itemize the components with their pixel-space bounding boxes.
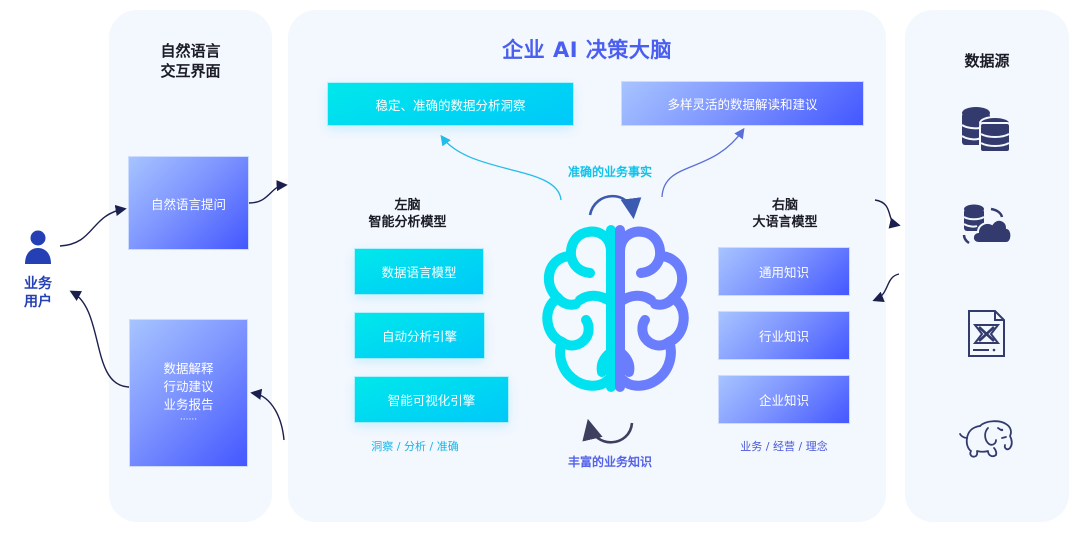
right-hemisphere [615, 225, 689, 392]
arrow-datasource-out [872, 273, 900, 303]
cloud-database-icon[interactable] [961, 203, 1013, 245]
brain-title: 企业 AI 决策大脑 [502, 38, 672, 62]
right-brain-item[interactable]: 企业知识 [719, 376, 849, 423]
database-icon[interactable] [960, 106, 1014, 154]
left-brain-item[interactable]: 智能可视化引擎 [355, 377, 508, 422]
industry-knowledge-label: 行业知识 [758, 329, 809, 344]
left-brain-heading: 左脑 智能分析模型 [340, 197, 475, 231]
arrow-brain-to-output [250, 388, 285, 441]
suggestions-box[interactable]: 多样灵活的数据解读和建议 [622, 82, 863, 125]
user-icon [25, 230, 51, 264]
arrow-output-to-user [69, 290, 130, 388]
output-line-business-report: 业务报告 [163, 397, 214, 412]
left-brain-item[interactable]: 数据语言模型 [355, 249, 483, 294]
brain-icon [542, 225, 689, 392]
hadoop-elephant-icon[interactable] [958, 418, 1016, 460]
right-brain-heading-line2: 大语言模型 [752, 215, 818, 230]
natural-language-question-label: 自然语言提问 [150, 196, 226, 212]
output-line-data-explanation: 数据解释 [163, 361, 214, 376]
business-facts-caption: 准确的业务事实 [567, 165, 652, 179]
data-source-panel [905, 10, 1069, 522]
enterprise-knowledge-label: 企业知识 [758, 393, 809, 408]
suggestions-label: 多样灵活的数据解读和建议 [667, 97, 818, 112]
arrow-to-insights [440, 134, 562, 201]
left-brain-heading-line1: 左脑 [394, 198, 421, 213]
right-brain-heading: 右脑 大语言模型 [730, 197, 840, 231]
insights-box[interactable]: 稳定、准确的数据分析洞察 [328, 83, 573, 125]
right-brain-item[interactable]: 行业知识 [719, 312, 849, 359]
output-box[interactable]: 数据解释 行动建议 业务报告 ······ [130, 320, 247, 466]
right-brain-caption: 业务 / 经营 / 理念 [740, 440, 828, 453]
left-hemisphere [542, 225, 616, 392]
left-brain-heading-line2: 智能分析模型 [368, 215, 447, 230]
auto-analysis-engine-label: 自动分析引擎 [381, 329, 457, 344]
left-brain-caption: 洞察 / 分析 / 准确 [371, 440, 459, 453]
business-knowledge-caption: 丰富的业务知识 [567, 455, 652, 469]
output-line-ellipsis: ······ [179, 415, 198, 425]
user-label: 业务 用户 [18, 275, 58, 311]
right-brain-heading-line1: 右脑 [771, 198, 798, 213]
excel-file-icon[interactable] [967, 309, 1007, 359]
arrow-datasource-in [874, 199, 901, 229]
general-knowledge-label: 通用知识 [758, 265, 809, 280]
natural-language-question-box[interactable]: 自然语言提问 [129, 157, 248, 249]
interface-heading: 自然语言 交互界面 [109, 41, 272, 81]
arrow-to-suggestions [661, 127, 745, 198]
interface-heading-line1: 自然语言 [160, 42, 221, 60]
arrow-question-to-brain [248, 179, 288, 204]
user-label-line1: 业务 [24, 276, 52, 292]
insights-label: 稳定、准确的数据分析洞察 [375, 97, 526, 113]
cycle-arrow-bottom [582, 418, 634, 444]
smart-visualization-engine-label: 智能可视化引擎 [387, 393, 476, 408]
left-brain-item[interactable]: 自动分析引擎 [355, 313, 484, 358]
data-source-heading: 数据源 [964, 52, 1010, 70]
cycle-arrow-top [588, 194, 642, 220]
interface-heading-line2: 交互界面 [160, 62, 221, 80]
right-brain-item[interactable]: 通用知识 [719, 248, 849, 295]
user-label-line2: 用户 [24, 294, 52, 310]
arrow-user-to-question [59, 204, 127, 247]
data-language-model-label: 数据语言模型 [381, 265, 457, 280]
output-line-action-suggestion: 行动建议 [163, 379, 214, 394]
